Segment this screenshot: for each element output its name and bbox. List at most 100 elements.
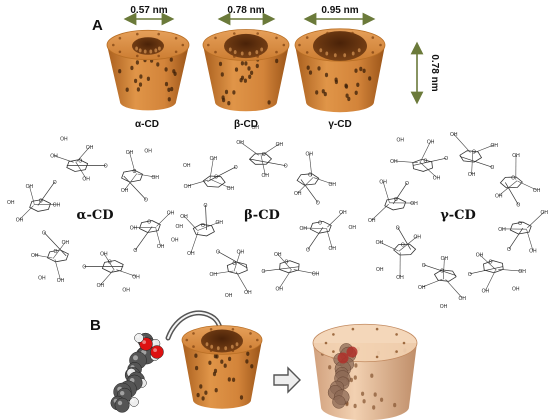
surface-pit [372,405,376,410]
cup-cavity [224,33,268,59]
hydroxyl-bond [443,257,445,280]
surface-pit [222,97,226,103]
encapsulated-atom [332,395,346,409]
surface-pit [125,87,129,92]
hydroxyl-bond [233,251,241,272]
hydroxyl-bond [29,185,35,204]
hydroxyl-label: OH [413,234,421,240]
ring-oxygen: O [489,260,493,266]
hydroxyl-bond [52,241,66,259]
cavity-pit [240,51,244,56]
hydroxyl-bond [453,133,471,153]
surface-pit [354,363,358,368]
height-label: 0.78 nm [429,54,440,91]
surface-pit [321,89,325,94]
width-label-gamma: 0.95 nm [321,5,358,16]
atom-highlight [142,340,147,344]
ring-oxygen: O [262,152,266,158]
surface-pit [227,377,231,382]
surface-pit [250,70,254,76]
rim-pit [214,36,217,40]
surface-pit [220,359,224,364]
hydroxyl-label: OH [274,252,282,258]
surface-pit [164,67,168,72]
rim-pit [157,32,160,36]
surface-pit [250,364,254,369]
hydroxyl-bond [156,212,171,227]
rim-pit [118,50,122,54]
hydroxyl-bond [326,228,333,249]
hydroxyl-bond [116,269,137,277]
hydroxyl-bond [297,176,314,194]
hydroxyl-label: OH [518,269,526,275]
width-dimension-beta: 0.78 nm [217,5,276,26]
rim-pit [112,43,115,47]
encapsulated-oxygen [346,346,358,358]
ring-oxygen: O [308,172,312,178]
cavity-pit [158,46,161,51]
cup-cavity [313,31,367,61]
hydroxyl-bond [19,205,34,220]
glycosidic-oxygen: O [422,263,426,269]
cavity-pit [210,344,214,349]
surface-pit [246,351,250,356]
glycosidic-oxygen: O [144,198,148,204]
glucose-unit [202,175,226,188]
surface-pit [324,72,329,78]
cavity-pit [154,48,158,53]
surface-pit [347,96,351,102]
surface-pit [213,368,218,374]
rim-pit [136,32,139,36]
hydroxyl-bond [209,178,231,189]
surface-pit [169,57,173,62]
atom-highlight [117,400,123,406]
cup-body [203,45,289,112]
glucose-unit [101,260,124,273]
surface-pit [359,66,363,72]
surface-pit [223,363,227,368]
rim-pit [375,327,379,331]
surface-pit [370,373,374,378]
atom-highlight [128,370,132,373]
panel-a-label: A [92,17,103,34]
rim-pit [282,43,286,47]
cup-cavity [132,37,164,55]
panel-b-label: B [90,317,101,334]
glucose-unit [393,243,417,256]
ring-oxygen: O [54,249,58,255]
hydroxyl-label: OH [57,278,65,284]
atom-sphere [134,333,144,343]
surface-pit [243,78,247,83]
structure-name-gamma: γ-CD [440,208,476,223]
ring-oxygen: O [318,220,322,226]
guest-molecule [110,332,164,413]
hydroxyl-label: OH [294,191,302,197]
surface-pit [353,403,357,409]
hydroxyl-label: OH [541,210,549,216]
surface-pit [170,86,174,92]
hydroxyl-label: OH [157,244,165,250]
glucose-unit [433,269,457,282]
hydroxyl-label: OH [244,290,252,296]
surface-pit [224,89,229,95]
hydroxyl-label: OH [468,172,476,178]
cup-name-alpha: α-CD [135,119,159,130]
surface-pit [196,392,200,398]
surface-pit [267,100,271,105]
hydroxyl-bond [498,180,518,196]
hydroxyl-bond [277,254,293,271]
hydroxyl-label: OH [490,143,498,149]
hydroxyl-label: OH [31,253,39,259]
cavity-pit [248,51,252,56]
hydroxyl-label: OH [227,186,235,192]
rim-pit [255,338,259,342]
hydroxyl-label: OH [180,214,188,220]
rim-pit [326,31,329,35]
surface-pit [354,90,358,96]
surface-pit [308,70,313,75]
hydroxyl-bond [155,228,161,247]
hydroxyl-bond [393,160,418,163]
surface-pit [194,353,198,358]
cavity-pit [235,342,239,347]
glycosidic-bond [413,157,447,166]
